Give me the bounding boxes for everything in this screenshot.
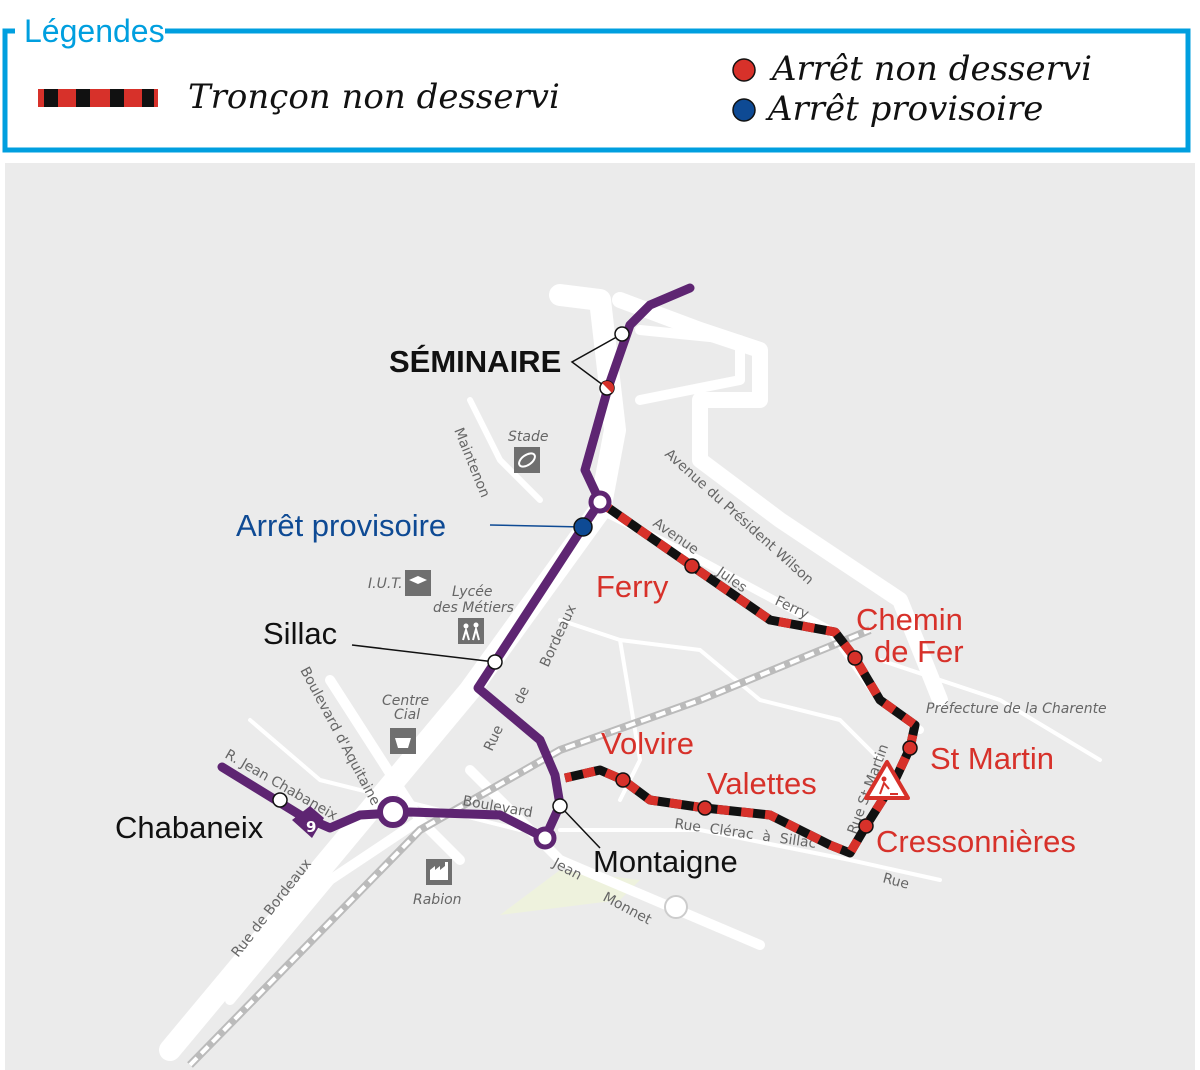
legend-box: Légendes Tronçon non desservi Arrêt non … [2, 13, 1191, 153]
legend-title: Légendes [24, 13, 165, 49]
stop-chemin-de-fer[interactable] [847, 650, 863, 666]
label-seminaire: SÉMINAIRE [389, 344, 561, 379]
legend-temporary-stop: Arrêt provisoire [765, 89, 1043, 129]
red-stop-icon [732, 58, 756, 82]
railway [187, 626, 872, 1068]
roundabout [664, 895, 688, 919]
street-label: Rue [881, 870, 911, 892]
label-volvire: Volvire [601, 726, 694, 761]
poi-centre-commercial: Centre Cial [382, 693, 429, 754]
poi-label: des Métiers [433, 600, 514, 616]
legend-stop-not-served: Arrêt non desservi [769, 49, 1092, 89]
street-label: Préfecture de la Charente [926, 701, 1107, 717]
stop-volvire[interactable] [615, 772, 631, 788]
roads [159, 284, 1102, 1061]
label-chemin-de-fer: Chemin [856, 602, 963, 637]
leader-lines [351, 333, 623, 849]
line-number: 9 [306, 818, 316, 836]
stop-arret-provisoire[interactable] [573, 517, 593, 537]
stop-chabaneix[interactable] [272, 792, 288, 808]
roadworks-icon [864, 760, 910, 800]
poi-rabion: Rabion [413, 859, 462, 908]
label-sillac: Sillac [263, 616, 337, 651]
junction-ring [533, 826, 557, 850]
junction-ring [377, 796, 409, 828]
poi-label: Stade [508, 429, 548, 445]
junction-ring [588, 490, 612, 514]
label-st-martin: St Martin [930, 741, 1054, 776]
stop-valettes[interactable] [697, 800, 713, 816]
poi-label: Lycée [452, 584, 493, 600]
legend-section-label: Tronçon non desservi [188, 77, 560, 117]
label-valettes: Valettes [707, 766, 817, 801]
school-children-icon [458, 618, 484, 644]
label-chabaneix: Chabaneix [115, 810, 264, 845]
stop-montaigne[interactable] [552, 798, 568, 814]
line-number-badge: 9 [292, 806, 324, 838]
poi-label: I.U.T. [368, 576, 403, 592]
poi-label: Centre [382, 693, 429, 709]
label-arret-provisoire: Arrêt provisoire [236, 508, 446, 543]
label-ferry: Ferry [596, 569, 669, 604]
stop-ferry[interactable] [684, 558, 700, 574]
poi-iut: I.U.T. [368, 570, 431, 596]
stop-st-martin[interactable] [902, 740, 918, 756]
blue-stop-icon [732, 98, 756, 122]
poi-label: Rabion [413, 892, 462, 908]
label-cressonnieres: Cressonnières [876, 824, 1076, 859]
stops [272, 326, 918, 850]
poi-lycee: Lycée des Métiers [433, 584, 514, 644]
stop-cressonnieres[interactable] [858, 818, 874, 834]
stop-seminaire[interactable] [614, 326, 630, 342]
poi-stade: Stade [508, 429, 548, 473]
dashed-section-swatch [38, 89, 158, 107]
poi-label: Cial [394, 707, 420, 723]
stop-sillac[interactable] [487, 654, 503, 670]
label-chemin-de-fer-2: de Fer [874, 634, 964, 669]
street-label: de [511, 684, 533, 707]
stadium-icon [514, 447, 540, 473]
label-montaigne: Montaigne [593, 844, 738, 879]
